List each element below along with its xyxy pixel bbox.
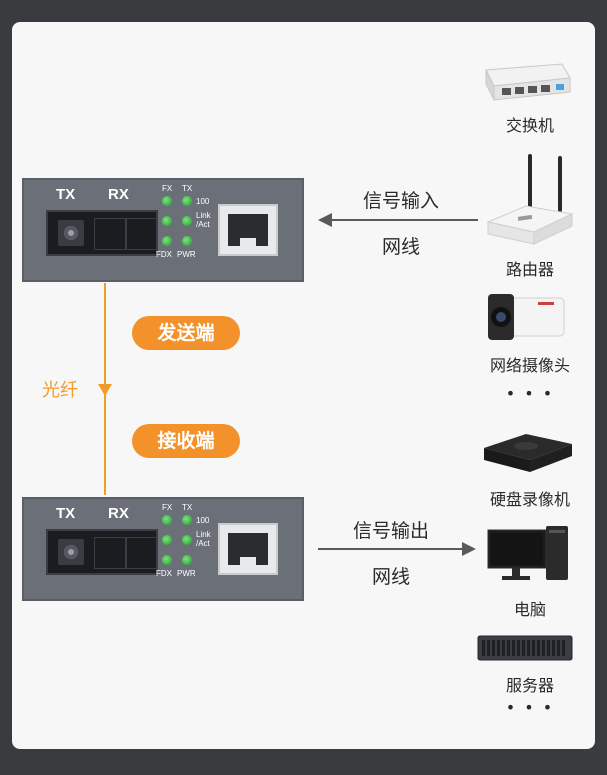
- camera-icon: [488, 294, 565, 340]
- led-2: [162, 535, 172, 545]
- led-label-tx: TX: [182, 184, 193, 193]
- ethernet-port-icon: [218, 204, 278, 256]
- led-link: [182, 535, 192, 545]
- fiber-port: [46, 210, 158, 256]
- led-fx: [162, 196, 172, 206]
- led-label-speed: 100: [196, 516, 210, 525]
- media-converter-receiver: TX RX FX TX 100 Link /Act FDX PWR: [22, 497, 304, 601]
- led-label-link: Link: [196, 211, 211, 220]
- sender-badge: 发送端: [132, 316, 240, 350]
- server-icon: [477, 635, 573, 661]
- led-fdx: [162, 555, 172, 565]
- led-pwr: [182, 236, 192, 246]
- led-2: [162, 216, 172, 226]
- arrow-left-icon: [318, 213, 332, 227]
- receiver-badge: 接收端: [132, 424, 240, 458]
- arrow-right-icon: [462, 542, 476, 556]
- led-pwr: [182, 555, 192, 565]
- tx-label: TX: [56, 505, 76, 522]
- ellipsis-inputs: • • •: [505, 384, 555, 403]
- fiber-label: 光纤: [42, 380, 78, 401]
- device-label-switch: 交换机: [505, 116, 554, 135]
- switch-icon: [485, 63, 571, 101]
- ethernet-port-icon: [218, 523, 278, 575]
- device-label-computer: 电脑: [513, 600, 546, 619]
- led-link: [182, 216, 192, 226]
- signal-output-label: 信号输出: [352, 520, 429, 542]
- input-line: [320, 219, 478, 221]
- output-line: [318, 548, 464, 550]
- led-fdx: [162, 236, 172, 246]
- output-cable-label: 网线: [371, 566, 410, 588]
- led-label-tx: TX: [182, 503, 193, 512]
- rx-label: RX: [108, 505, 129, 522]
- led-label-act: /Act: [196, 539, 210, 548]
- led-label-fdx: FDX: [156, 569, 172, 578]
- rx-label: RX: [108, 186, 129, 203]
- media-converter-sender: TX RX FX TX 100 Link /Act FDX PWR: [22, 178, 304, 282]
- led-label-fx: FX: [162, 503, 173, 512]
- device-label-server: 服务器: [505, 676, 554, 695]
- led-label-act: /Act: [196, 220, 210, 229]
- router-icon: [486, 154, 574, 245]
- led-speed: [182, 515, 192, 525]
- fiber-connector-icon: [58, 539, 84, 565]
- led-speed: [182, 196, 192, 206]
- led-label-fdx: FDX: [156, 250, 172, 259]
- led-fx: [162, 515, 172, 525]
- led-label-link: Link: [196, 530, 211, 539]
- input-cable-label: 网线: [381, 236, 420, 258]
- device-label-dvr: 硬盘录像机: [489, 490, 570, 509]
- led-label-pwr: PWR: [177, 250, 196, 259]
- device-label-camera: 网络摄像头: [489, 356, 570, 375]
- fiber-connector-icon: [58, 220, 84, 246]
- led-label-pwr: PWR: [177, 569, 196, 578]
- device-label-router: 路由器: [505, 260, 554, 279]
- led-label-speed: 100: [196, 197, 210, 206]
- computer-icon: [487, 526, 568, 580]
- fiber-arrow-icon: [98, 384, 112, 396]
- fiber-port: [46, 529, 158, 575]
- tx-label: TX: [56, 186, 76, 203]
- led-label-fx: FX: [162, 184, 173, 193]
- dvr-icon: [484, 434, 572, 472]
- ellipsis-outputs: • • •: [505, 698, 555, 717]
- signal-input-label: 信号输入: [362, 190, 439, 212]
